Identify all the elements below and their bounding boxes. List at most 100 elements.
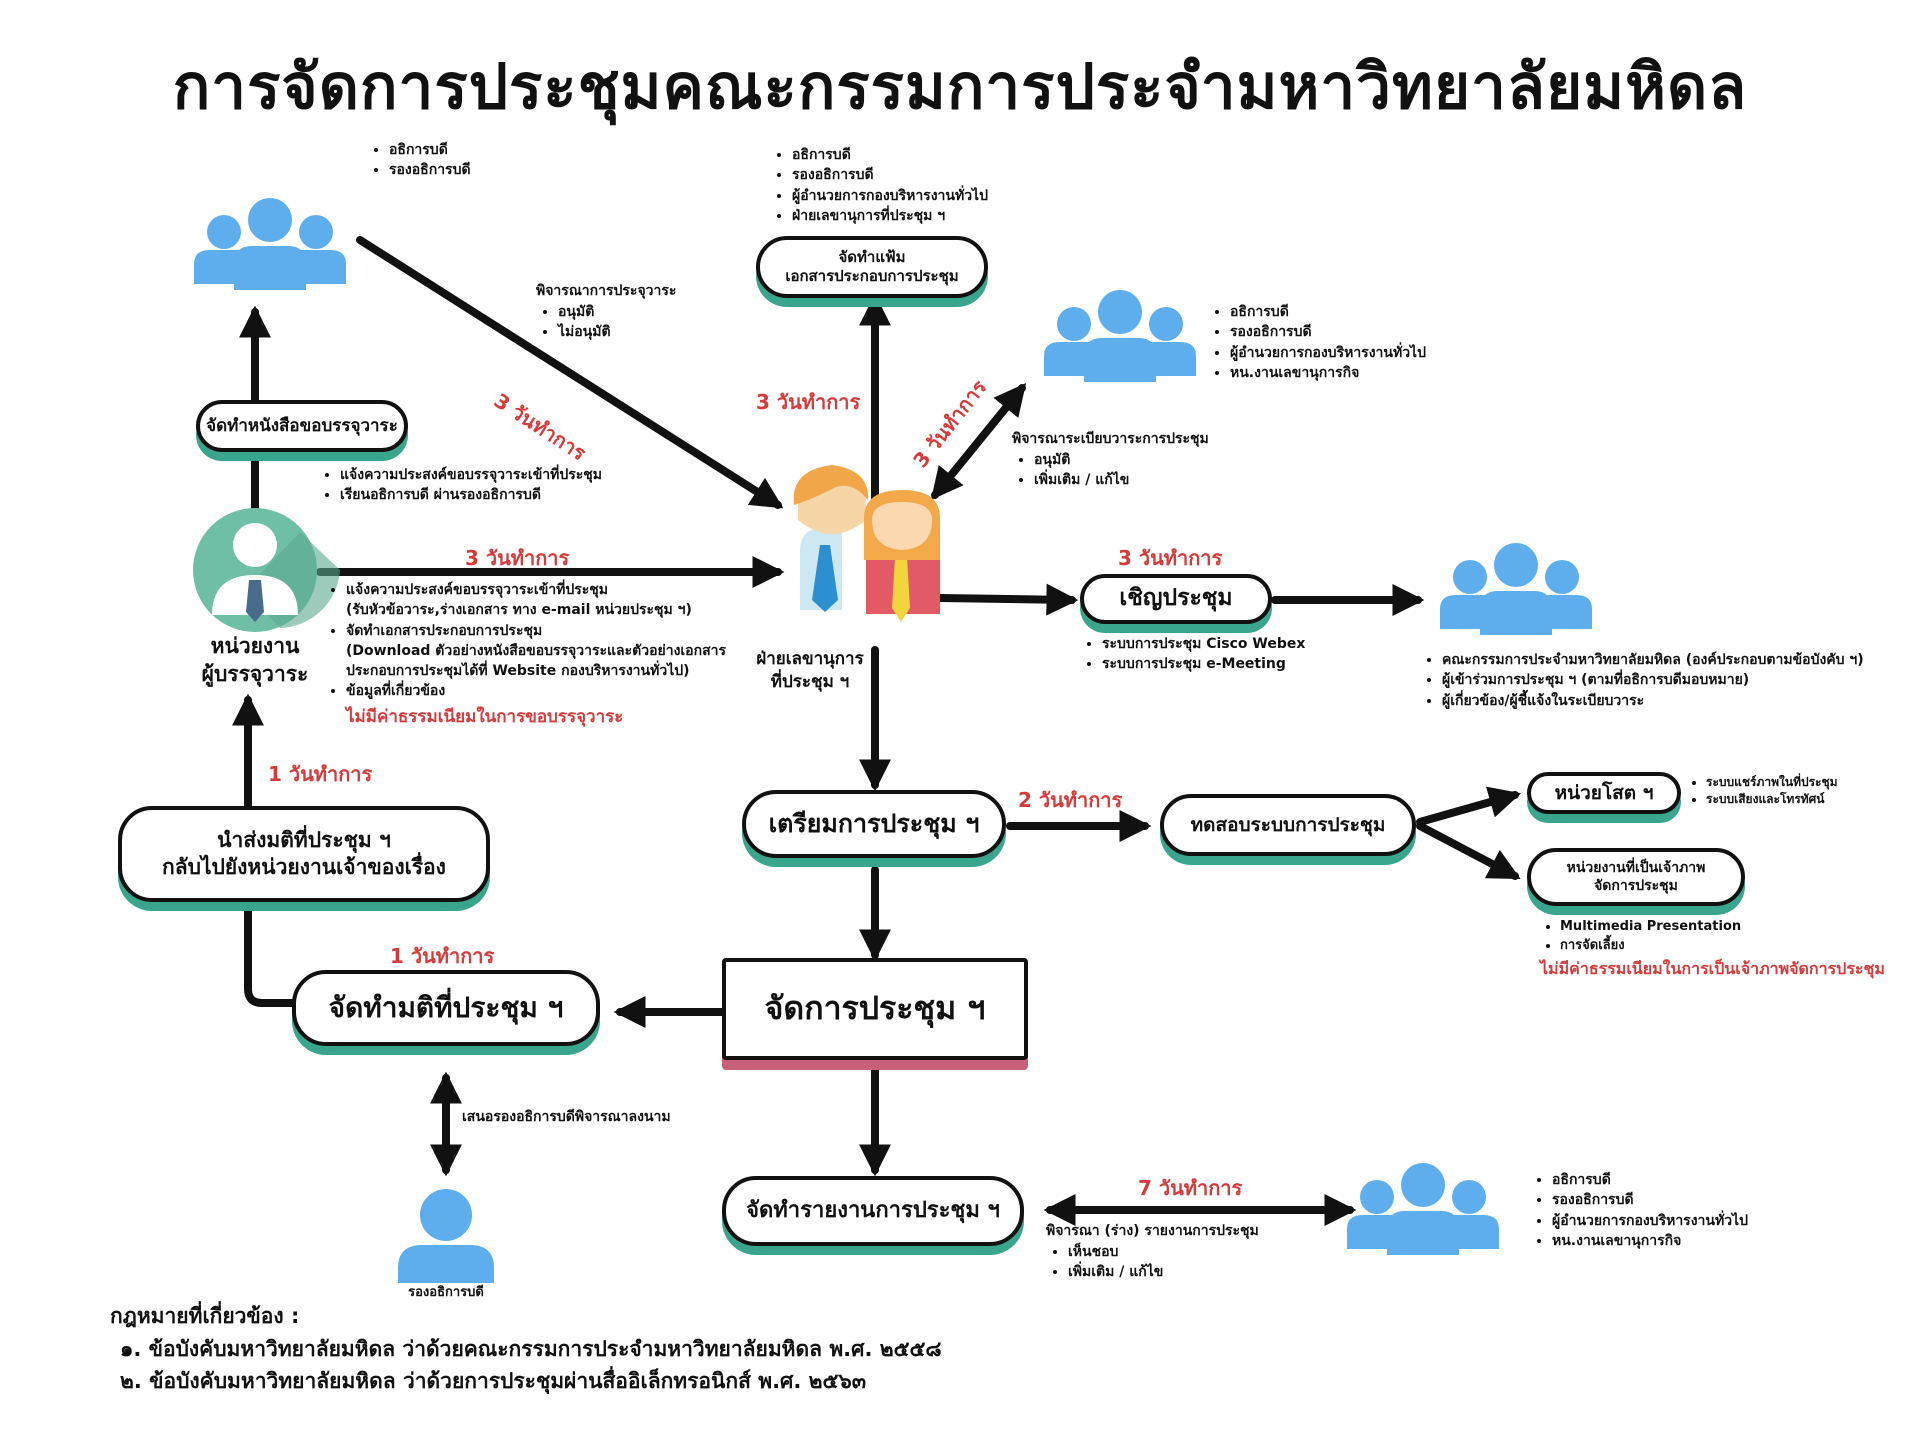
list-item: ระบบเสียงและโทรทัศน์: [1706, 791, 1838, 808]
box-label: หน่วยงานที่เป็นเจ้าภาพ: [1566, 859, 1706, 876]
prepare-meeting-box: เตรียมการประชุม ฯ: [742, 790, 1006, 858]
days-test-label: 2 วันทำการ: [1018, 788, 1123, 812]
list-item: อนุมัติ: [558, 302, 676, 322]
box-label: เชิญประชุม: [1119, 585, 1233, 612]
list-item: การจัดเลี้ยง: [1560, 937, 1885, 956]
arrow-test-to-av: [1416, 786, 1522, 826]
days-resolution-label: 1 วันทำการ: [390, 944, 495, 968]
top-left-group-list: อธิการบดี รองอธิการบดี: [365, 140, 471, 181]
list-item: ระบบแชร์ภาพในที่ประชุม: [1706, 774, 1838, 791]
box-label: จัดการประชุม ฯ: [764, 989, 986, 1028]
list-item: ผู้อำนวยการกองบริหารงานทั่วไป: [792, 186, 988, 206]
no-fee-note: ไม่มีค่าธรรมเนียมในการขอบรรจุวาระ: [346, 706, 624, 727]
av-unit-box: หน่วยโสต ฯ: [1527, 772, 1681, 814]
agenda-review-title: พิจารณาระเบียบวาระการประชุม: [1012, 431, 1209, 447]
list-item: ผู้อำนวยการกองบริหารงานทั่วไป: [1552, 1211, 1748, 1231]
request-letter-box: จัดทำหนังสือขอบรรจุวาระ: [196, 400, 408, 452]
list-item: จัดทำเอกสารประกอบการประชุม(Download ตัวอ…: [346, 621, 726, 682]
user-icon: [398, 1189, 494, 1283]
people-group-icon: [1347, 1163, 1499, 1255]
report-group-list: อธิการบดี รองอธิการบดี ผู้อำนวยการกองบริ…: [1528, 1170, 1748, 1251]
list-item: ฝ่ายเลขานุการที่ประชุม ฯ: [792, 206, 988, 226]
list-item: อธิการบดี: [1552, 1170, 1748, 1190]
av-notes: ระบบแชร์ภาพในที่ประชุม ระบบเสียงและโทรทั…: [1682, 774, 1838, 809]
line-resolution-to-send: [244, 901, 296, 1007]
box-label: จัดการประชุม: [1594, 878, 1678, 894]
agency-label-line: ผู้บรรจุวาระ: [201, 662, 309, 687]
agency-note-sub: (Download ตัวอย่างหนังสือขอบรรจุวาระและต…: [346, 642, 726, 659]
agenda-consider-title: พิจารณาการประจุวาระ: [536, 283, 677, 299]
host-unit-box: หน่วยงานที่เป็นเจ้าภาพ จัดการประชุม: [1527, 848, 1745, 906]
list-item: อธิการบดี: [792, 145, 988, 165]
list-item: แจ้งความประสงค์ขอบรรจุวาระเข้าที่ประชุม: [340, 465, 602, 485]
list-item: คณะกรรมการประจำมหาวิทยาลัยมหิดล (องค์ประ…: [1442, 650, 1864, 670]
list-item: ข้อมูลที่เกี่ยวข้อง: [346, 681, 726, 701]
list-item: ระบบการประชุม e-Meeting: [1102, 654, 1305, 674]
resolution-box: จัดทำมติที่ประชุม ฯ: [292, 970, 600, 1046]
test-system-box: ทดสอบระบบการประชุม: [1160, 794, 1416, 856]
arrow-secretary-right-group: [930, 383, 1027, 500]
people-group-icon: [1440, 543, 1592, 635]
box-label: หน่วยโสต ฯ: [1554, 781, 1654, 804]
user-icon: [193, 508, 340, 632]
legal-item: ๒. ข้อบังคับมหาวิทยาลัยมหิดล ว่าด้วยการป…: [120, 1369, 867, 1394]
list-item: เรียนอธิการบดี ผ่านรองอธิการบดี: [340, 485, 602, 505]
vice-rector-label: รองอธิการบดี: [408, 1285, 484, 1300]
list-item: ผู้อำนวยการกองบริหารงานทั่วไป: [1230, 343, 1426, 363]
list-item: หน.งานเลขานุการกิจ: [1230, 363, 1426, 383]
list-item: รองอธิการบดี: [1552, 1190, 1748, 1210]
report-review-title: พิจารณา (ร่าง) รายงานการประชุม: [1046, 1223, 1259, 1239]
people-group-icon: [194, 198, 346, 290]
invite-box: เชิญประชุม: [1080, 574, 1272, 624]
agency-note-sub: ประกอบการประชุมได้ที่ Website กองบริหารง…: [346, 663, 690, 680]
agency-label-line: หน่วยงาน: [210, 634, 300, 658]
box-label: นำส่งมติที่ประชุม ฯ: [217, 827, 391, 852]
box-label: จัดทำรายงานการประชุม ฯ: [746, 1197, 1000, 1223]
list-item: อธิการบดี: [1230, 302, 1426, 322]
days-submit-label: 3 วันทำการ: [465, 546, 570, 570]
list-item: ไม่อนุมัติ: [558, 322, 676, 342]
list-item: Multimedia Presentation: [1560, 918, 1885, 937]
list-item: รองอธิการบดี: [792, 165, 988, 185]
agenda-review: พิจารณาระเบียบวาระการประชุม อนุมัติ เพิ่…: [1012, 430, 1209, 490]
list-item: เพิ่มเติม / แก้ไข: [1034, 470, 1209, 490]
list-item: อนุมัติ: [1034, 450, 1209, 470]
box-label: ทดสอบระบบการประชุม: [1190, 813, 1386, 836]
secretary-label-line: ฝ่ายเลขานุการ: [756, 649, 864, 669]
invitees-list: คณะกรรมการประจำมหาวิทยาลัยมหิดล (องค์ประ…: [1418, 650, 1864, 711]
list-item: หน.งานเลขานุการกิจ: [1552, 1231, 1748, 1251]
request-notes: แจ้งความประสงค์ขอบรรจุวาระเข้าที่ประชุม …: [316, 465, 602, 506]
secretary-label-line: ที่ประชุม ฯ: [770, 671, 850, 692]
agency-note-sub: (รับหัวข้อวาระ,ร่างเอกสาร ทาง e-mail หน่…: [346, 602, 692, 619]
days-docs-label: 3 วันทำการ: [756, 390, 861, 414]
box-label: จัดทำหนังสือขอบรรจุวาระ: [206, 415, 398, 436]
box-label: เตรียมการประชุม ฯ: [768, 808, 980, 838]
list-item: รองอธิการบดี: [389, 160, 471, 180]
send-back-box: นำส่งมติที่ประชุม ฯ กลับไปยังหน่วยงานเจ้…: [118, 806, 490, 902]
arrow-agenda-to-secretary: [356, 236, 784, 509]
top-center-group-list: อธิการบดี รองอธิการบดี ผู้อำนวยการกองบริ…: [768, 145, 988, 226]
arrow-secretary-to-invite: [936, 583, 1079, 616]
list-item: แจ้งความประสงค์ขอบรรจุวาระเข้าที่ประชุม(…: [346, 580, 726, 621]
days-invite-label: 3 วันทำการ: [1118, 546, 1223, 570]
secretary-label: ฝ่ายเลขานุการ ที่ประชุม ฯ: [740, 648, 880, 694]
days-send-label: 1 วันทำการ: [268, 762, 373, 786]
legal-references: กฎหมายที่เกี่ยวข้อง : ๑. ข้อบังคับมหาวิท…: [110, 1300, 942, 1398]
manage-meeting-box: จัดการประชุม ฯ: [722, 958, 1028, 1060]
list-item: เพิ่มเติม / แก้ไข: [1068, 1262, 1259, 1282]
secretary-couple-icon: [793, 465, 940, 622]
box-label: เอกสารประกอบการประชุม: [785, 267, 959, 285]
box-label: จัดทำมติที่ประชุม ฯ: [328, 990, 564, 1024]
legal-heading: กฎหมายที่เกี่ยวข้อง :: [110, 1304, 300, 1328]
right-group-list: อธิการบดี รองอธิการบดี ผู้อำนวยการกองบริ…: [1206, 302, 1426, 383]
list-item: รองอธิการบดี: [1230, 322, 1426, 342]
box-label: กลับไปยังหน่วยงานเจ้าของเรื่อง: [162, 855, 446, 879]
agency-label: หน่วยงาน ผู้บรรจุวาระ: [170, 632, 340, 689]
list-item: อธิการบดี: [389, 140, 471, 160]
people-group-icon: [1044, 290, 1196, 382]
sign-note: เสนอรองอธิการบดีพิจารณาลงนาม: [462, 1109, 671, 1125]
page-title: การจัดการประชุมคณะกรรมการประจำมหาวิทยาลั…: [172, 50, 1748, 123]
agency-notes: แจ้งความประสงค์ขอบรรจุวาระเข้าที่ประชุม(…: [322, 580, 726, 730]
agenda-consider: พิจารณาการประจุวาระ อนุมัติ ไม่อนุมัติ: [536, 282, 676, 342]
